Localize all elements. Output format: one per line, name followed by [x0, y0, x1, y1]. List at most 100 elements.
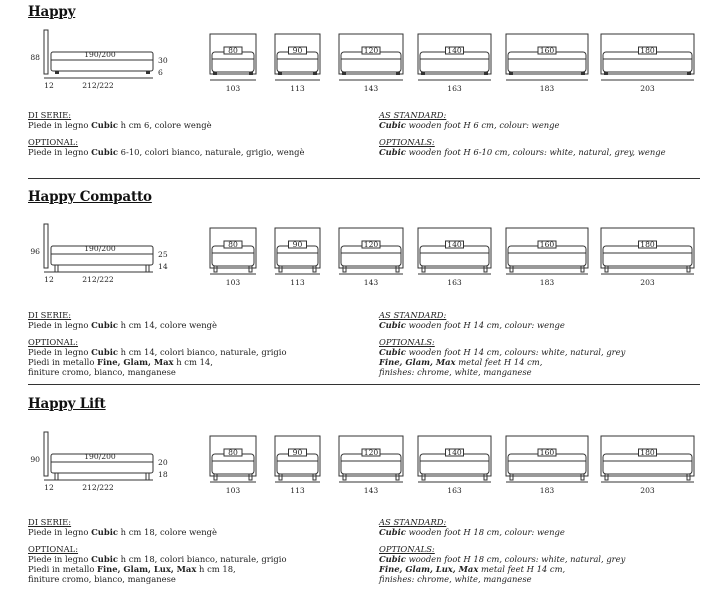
overall-width: 183 [540, 84, 555, 93]
foot [146, 71, 150, 74]
leg [483, 265, 488, 273]
overall-width: 113 [290, 278, 305, 287]
leg [395, 473, 400, 481]
en-specs: AS STANDARD:Cubic wooden foot H 18 cm, c… [379, 517, 625, 584]
foot [604, 72, 608, 75]
spec-heading: OPTIONALS: [379, 544, 435, 554]
leg [213, 265, 218, 273]
bed-frame-front [276, 51, 319, 73]
mattress-width: 90 [293, 240, 303, 249]
overall-length: 212/222 [82, 483, 114, 492]
mattress-width: 180 [640, 448, 655, 457]
leg [54, 264, 59, 273]
section-divider [28, 384, 700, 385]
leg [604, 265, 609, 273]
bed-frame-side [50, 51, 154, 72]
leg [312, 265, 317, 273]
headboard-front [600, 33, 695, 75]
mattress-width: 90 [293, 448, 303, 457]
headboard-front [209, 33, 257, 75]
leg [145, 264, 150, 273]
spec-line: finiture cromo, bianco, manganese [28, 574, 176, 584]
size-tag [638, 46, 657, 55]
spec-line: Cubic wooden foot H 18 cm, colour: wenge [379, 527, 565, 537]
section-title: Happy [28, 4, 76, 20]
size-tag [223, 240, 243, 249]
bed-frame-front [507, 453, 587, 475]
headboard-front [338, 435, 404, 477]
bed-frame-front [602, 453, 693, 475]
base-dimension: 12 [44, 483, 54, 492]
mattress-width: 120 [364, 240, 379, 249]
section-title: Happy Lift [28, 396, 106, 412]
spec-heading: AS STANDARD: [379, 110, 447, 120]
spec-line: Piede in legno Cubic h cm 6, colore weng… [28, 120, 212, 130]
leg [580, 473, 585, 481]
section-title: Happy Compatto [28, 189, 152, 205]
base-dimension: 12 [44, 81, 54, 90]
leg [580, 265, 585, 273]
bed-frame-front [507, 245, 587, 267]
overall-width: 203 [640, 486, 655, 495]
bed-frame-front [602, 51, 693, 73]
spec-line: Piedi in metallo Fine, Glam, Max h cm 14… [28, 357, 213, 367]
size-tag [361, 240, 381, 249]
bed-frame-front [340, 453, 402, 475]
mattress-length: 190/200 [84, 452, 116, 461]
leg [278, 473, 283, 481]
spec-line: Cubic wooden foot H 6 cm, colour: wenge [379, 120, 560, 130]
headboard-front [417, 33, 492, 75]
size-tag [537, 46, 557, 55]
it-specs: DI SERIE:Piede in legno Cubic h cm 6, co… [28, 110, 304, 157]
overall-width: 183 [540, 486, 555, 495]
leg [483, 473, 488, 481]
size-tag [288, 240, 307, 249]
bed-frame-front [602, 245, 693, 267]
foot [421, 72, 425, 75]
size-tag [445, 240, 464, 249]
spec-line: Piedi in metallo Fine, Glam, Lux, Max h … [28, 564, 236, 574]
size-tag [445, 46, 464, 55]
leg [686, 265, 691, 273]
spec-line: Cubic wooden foot H 18 cm, colours: whit… [379, 554, 626, 564]
overall-width: 183 [540, 278, 555, 287]
it-specs: DI SERIE:Piede in legno Cubic h cm 14, c… [28, 310, 287, 377]
spec-heading: OPTIONAL: [28, 337, 79, 347]
spec-line: Cubic wooden foot H 14 cm, colours: whit… [379, 347, 626, 357]
leg [342, 473, 347, 481]
size-tag [361, 46, 381, 55]
mattress-length: 190/200 [84, 50, 116, 59]
headboard-front [505, 33, 589, 75]
size-tag [288, 46, 307, 55]
spec-line: finishes: chrome, white, manganese [379, 367, 532, 377]
mattress-width: 80 [228, 240, 238, 249]
front-view-180: 180 203 [600, 435, 695, 495]
bed-frame-side [50, 245, 154, 266]
spec-line: finiture cromo, bianco, manganese [28, 367, 176, 377]
overall-length: 212/222 [82, 275, 114, 284]
frame-dimension: 30 [158, 56, 168, 65]
overall-width: 163 [447, 84, 462, 93]
headboard-front [338, 33, 404, 75]
foot-dimension: 18 [158, 470, 168, 479]
headboard-front [274, 33, 321, 75]
spec-heading: OPTIONALS: [379, 337, 435, 347]
mattress-length: 190/200 [84, 244, 116, 253]
mattress-width: 140 [447, 46, 462, 55]
spec-heading: OPTIONAL: [28, 137, 79, 147]
headboard-front [505, 227, 589, 269]
leg [278, 265, 283, 273]
foot [581, 72, 585, 75]
